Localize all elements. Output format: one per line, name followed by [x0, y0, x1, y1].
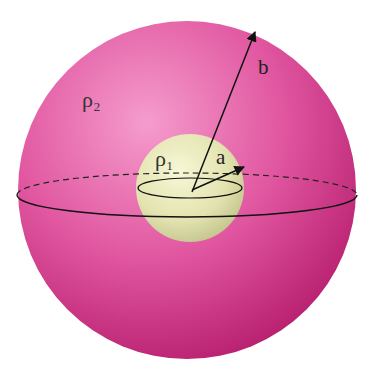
density-label: ρ₂: [82, 88, 101, 112]
outer-sphere-body: [18, 21, 356, 359]
inner-equator: [138, 178, 242, 198]
inner-sphere-shape: [135, 133, 245, 243]
radius-label: b: [258, 56, 269, 79]
inner-sphere-body: [136, 134, 244, 242]
radius-label: a: [216, 146, 225, 169]
inner-sphere: ρ₁: [135, 133, 245, 243]
radius-b-arrow: [192, 32, 255, 192]
outer-sphere: ρ₂ ρ₁: [17, 20, 357, 360]
equator-front: [17, 195, 357, 217]
radius-a-arrow: [192, 167, 244, 190]
equator-back: [17, 173, 357, 195]
density-label: ρ₁: [155, 147, 174, 171]
